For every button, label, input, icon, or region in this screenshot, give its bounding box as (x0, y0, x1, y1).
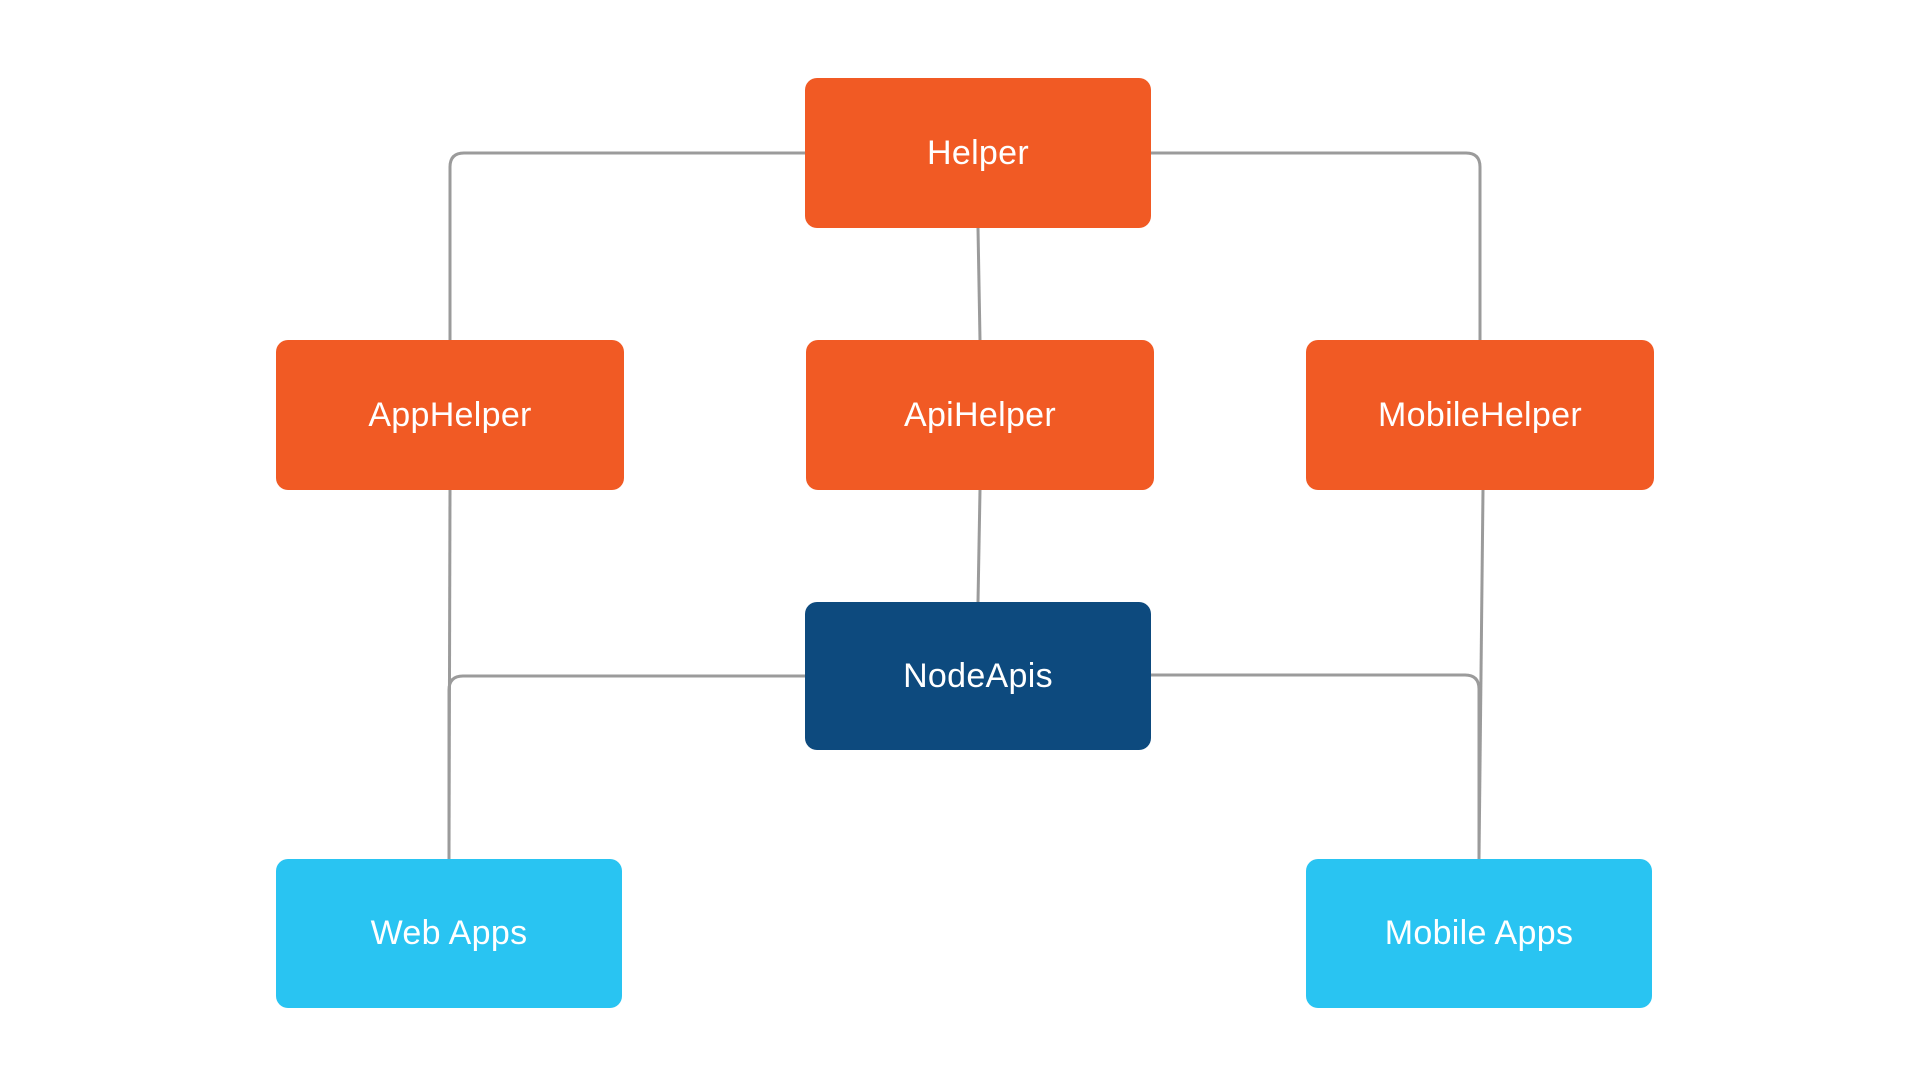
node-web-apps-label: Web Apps (370, 914, 528, 952)
node-mobile-helper: MobileHelper (1306, 340, 1654, 490)
node-app-helper-label: AppHelper (368, 395, 532, 434)
node-mobile-helper-label: MobileHelper (1378, 395, 1582, 434)
node-api-helper-label: ApiHelper (904, 395, 1056, 434)
edge-helper-mobilehelper (1151, 151, 1482, 340)
node-node-apis-label: NodeApis (903, 656, 1053, 695)
edge-helper-apihelper (976, 227, 982, 341)
node-node-apis: NodeApis (805, 602, 1151, 750)
edge-nodeapis-mobileapps (1151, 673, 1481, 859)
node-api-helper: ApiHelper (806, 340, 1154, 490)
node-helper: Helper (805, 78, 1151, 228)
node-web-apps: Web Apps (276, 859, 622, 1008)
edge-nodeapis-webapps (447, 674, 805, 859)
node-mobile-apps: Mobile Apps (1306, 859, 1652, 1008)
node-mobile-apps-label: Mobile Apps (1384, 914, 1574, 952)
node-helper-label: Helper (927, 133, 1029, 172)
edge-apihelper-nodeapis (976, 489, 982, 603)
node-app-helper: AppHelper (276, 340, 624, 490)
edge-helper-apphelper (448, 151, 805, 340)
